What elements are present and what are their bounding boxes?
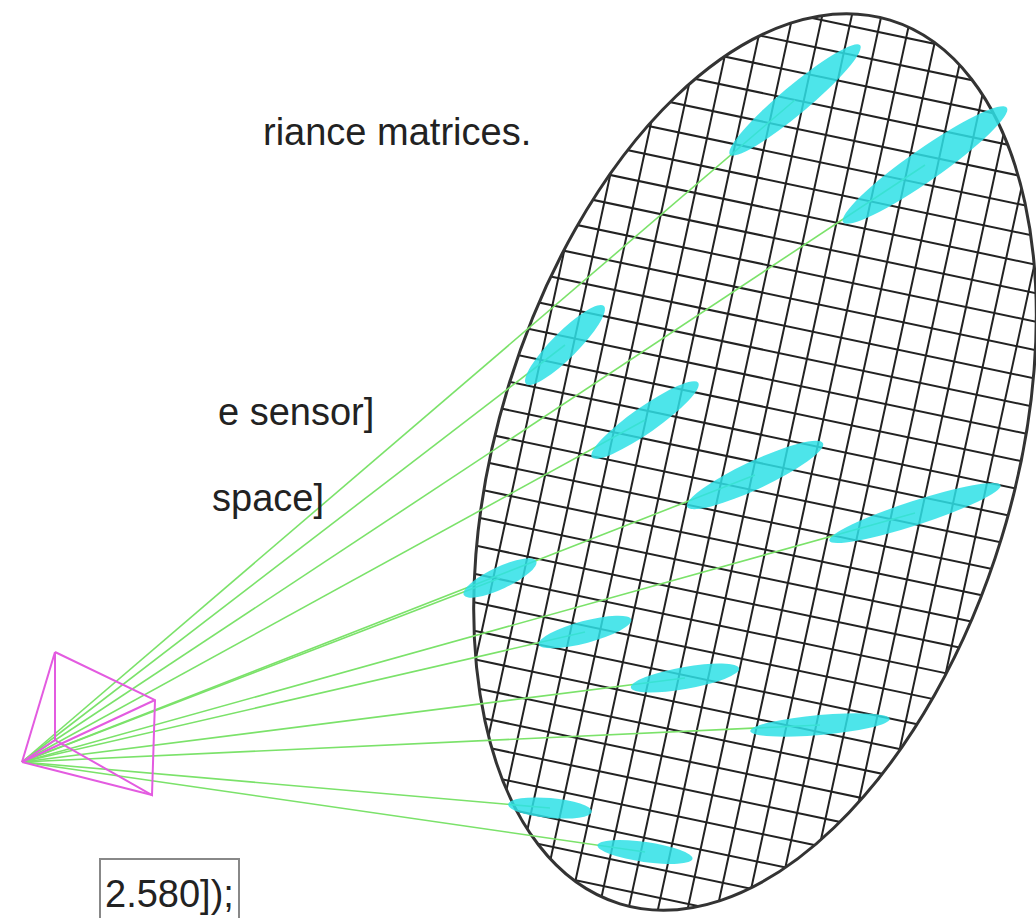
slide-text: space]	[212, 478, 324, 520]
slide-text: riance matrices.	[263, 112, 531, 154]
sensor-rays	[22, 100, 925, 852]
covariance-ellipses	[459, 35, 1016, 869]
camera-frustum	[22, 652, 155, 795]
code-text: 2.580]);	[105, 874, 238, 916]
slide-text: e sensor]	[218, 392, 374, 434]
code-box: 2.580]);	[99, 858, 240, 918]
